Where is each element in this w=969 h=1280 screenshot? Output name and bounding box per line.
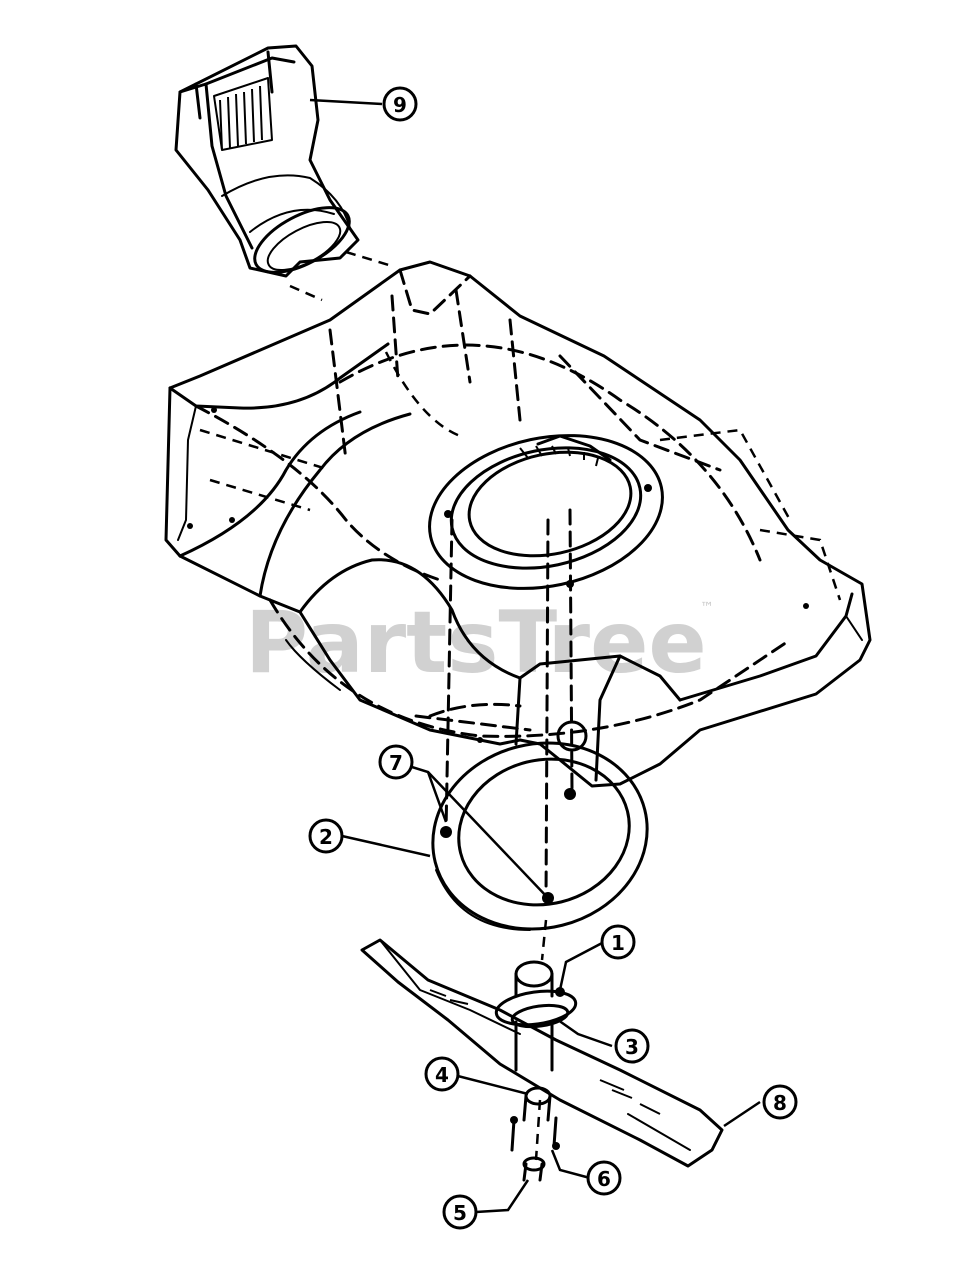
callout-5[interactable]: 5 <box>442 1194 478 1230</box>
callout-1[interactable]: 1 <box>600 924 636 960</box>
blade-hub <box>494 960 578 1072</box>
callout-9[interactable]: 9 <box>382 86 418 122</box>
blade-part <box>360 938 724 1168</box>
leader-lines <box>309 98 761 1214</box>
mount-hole <box>644 484 652 492</box>
ring-adapter-part <box>431 741 649 931</box>
callout-9-label: 9 <box>393 93 407 117</box>
callout-8-blade[interactable]: 8 <box>762 1084 798 1120</box>
callout-5-label: 5 <box>453 1201 467 1225</box>
grass-chute-part <box>174 44 393 302</box>
callout-2-label: 2 <box>319 825 333 849</box>
callout-8-blade-label: 8 <box>773 1091 787 1115</box>
callout-6[interactable]: 6 <box>586 1160 622 1196</box>
callout-3[interactable]: 3 <box>614 1028 650 1064</box>
watermark-text: PartsTree <box>245 593 707 693</box>
callout-6-label: 6 <box>597 1167 611 1191</box>
callout-4-label: 4 <box>435 1063 449 1087</box>
callout-7-label: 7 <box>389 751 403 775</box>
mower-deck <box>164 260 872 788</box>
callout-4[interactable]: 4 <box>424 1056 460 1092</box>
callout-3-label: 3 <box>625 1035 639 1059</box>
callout-2[interactable]: 2 <box>308 818 344 854</box>
watermark-tm: ™ <box>700 600 714 616</box>
washer-and-bolts <box>510 1086 560 1182</box>
callout-7[interactable]: 7 <box>378 744 414 780</box>
mount-hole <box>444 510 452 518</box>
callout-1-label: 1 <box>611 931 625 955</box>
assembly-axis-lines <box>444 508 574 1161</box>
